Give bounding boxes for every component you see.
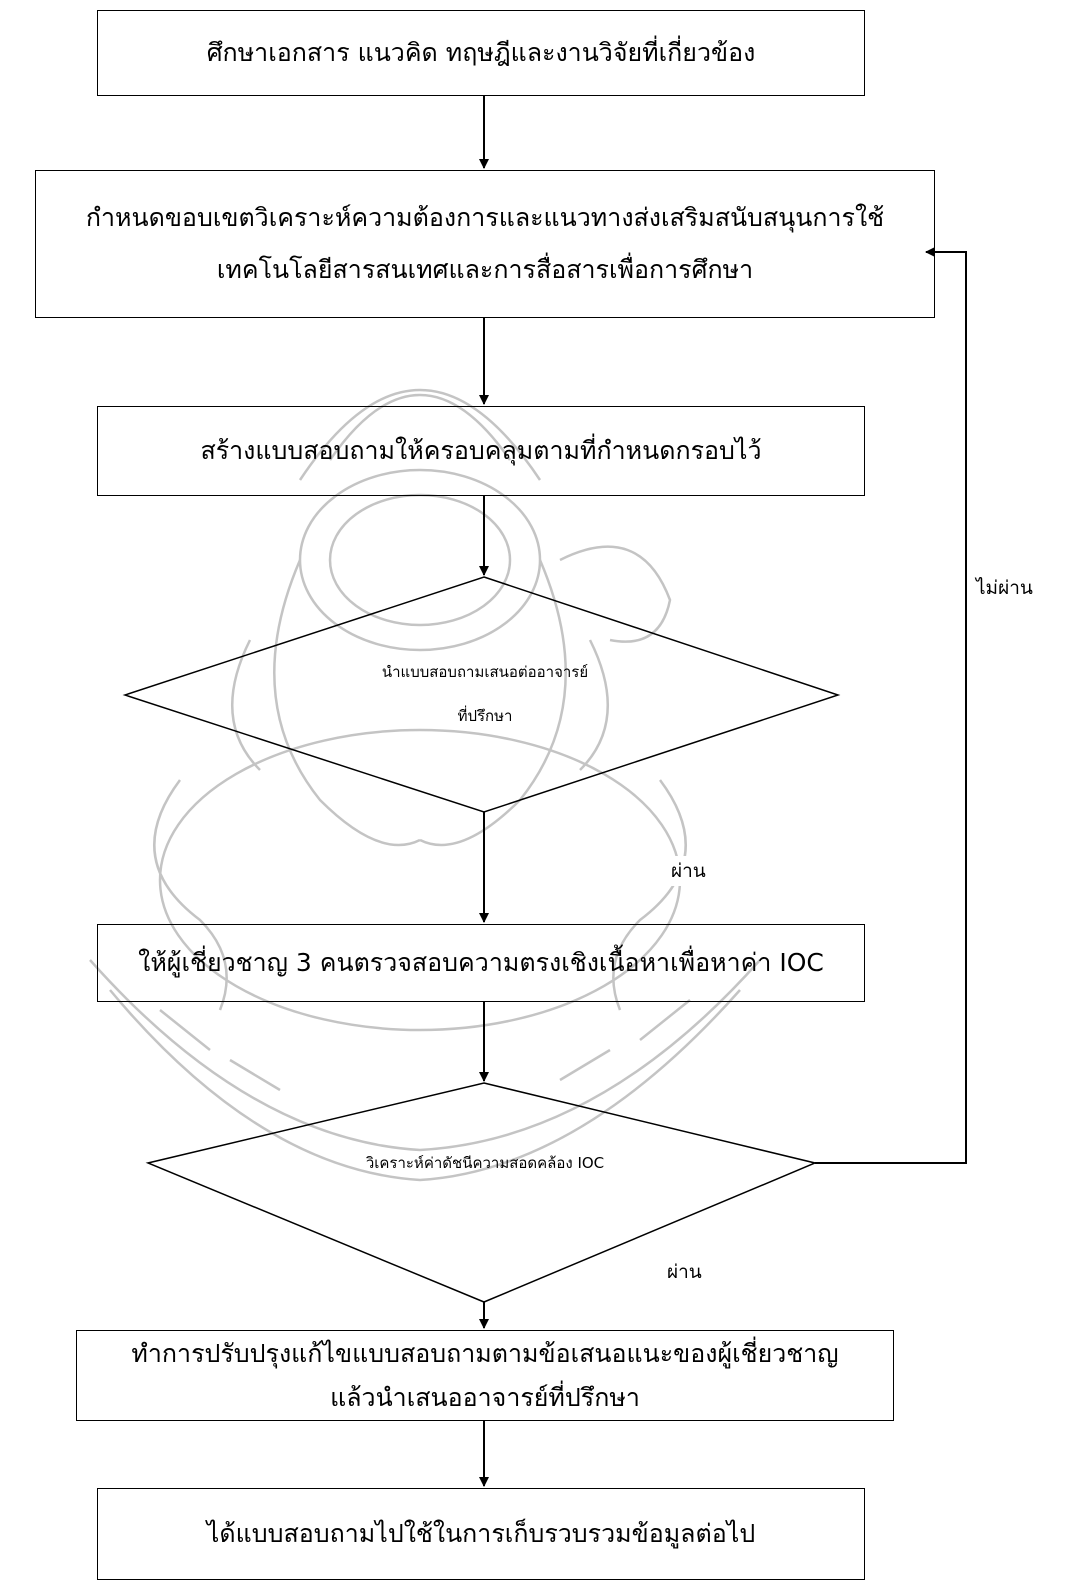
step4-box: ให้ผู้เชี่ยวชาญ 3 คนตรวจสอบความตรงเชิงเน… <box>97 924 865 1002</box>
step1-text: ศึกษาเอกสาร แนวคิด ทฤษฎีและงานวิจัยที่เก… <box>206 38 756 67</box>
step6-text: ได้แบบสอบถามไปใช้ในการเก็บรวบรวมข้อมูลต่… <box>206 1519 756 1548</box>
step5-text-line2: แล้วนำเสนออาจารย์ที่ปรึกษา <box>330 1382 640 1412</box>
step1-box: ศึกษาเอกสาร แนวคิด ทฤษฎีและงานวิจัยที่เก… <box>97 10 865 96</box>
step5-box: ทำการปรับปรุงแก้ไขแบบสอบถามตามข้อเสนอแนะ… <box>76 1330 894 1421</box>
decision1-text-line1: นำแบบสอบถามเสนอต่ออาจารย์ <box>381 663 589 681</box>
decision1-diamond <box>122 576 841 813</box>
pass-label-1: ผ่าน <box>667 856 710 886</box>
step2-box: กำหนดขอบเขตวิเคราะห์ความต้องการและแนวทาง… <box>35 170 935 318</box>
pass-label-2: ผ่าน <box>667 1261 702 1283</box>
decision1-text-line2: ที่ปรึกษา <box>457 707 513 725</box>
step3-text: สร้างแบบสอบถามให้ครอบคลุมตามที่กำหนดกรอบ… <box>200 436 762 465</box>
fail-label: ไม่ผ่าน <box>976 577 1033 599</box>
step6-box: ได้แบบสอบถามไปใช้ในการเก็บรวบรวมข้อมูลต่… <box>97 1488 865 1580</box>
decision2-diamond <box>145 1082 818 1303</box>
step3-box: สร้างแบบสอบถามให้ครอบคลุมตามที่กำหนดกรอบ… <box>97 406 865 496</box>
decision1-text: นำแบบสอบถามเสนอต่ออาจารย์ ที่ปรึกษา <box>280 650 690 738</box>
arrow-fail-loop <box>815 247 967 1164</box>
decision2-text-line1: วิเคราะห์ค่าดัชนีความสอดคล้อง IOC <box>365 1154 605 1172</box>
decision2-text: วิเคราะห์ค่าดัชนีความสอดคล้อง IOC <box>280 1141 690 1185</box>
step4-text: ให้ผู้เชี่ยวชาญ 3 คนตรวจสอบความตรงเชิงเน… <box>138 948 824 977</box>
step2-text-line1: กำหนดขอบเขตวิเคราะห์ความต้องการและแนวทาง… <box>85 203 885 232</box>
step5-text-line1: ทำการปรับปรุงแก้ไขแบบสอบถามตามข้อเสนอแนะ… <box>131 1338 839 1368</box>
step2-text-line2: เทคโนโลยีสารสนเทศและการสื่อสารเพื่อการศึ… <box>216 255 754 284</box>
